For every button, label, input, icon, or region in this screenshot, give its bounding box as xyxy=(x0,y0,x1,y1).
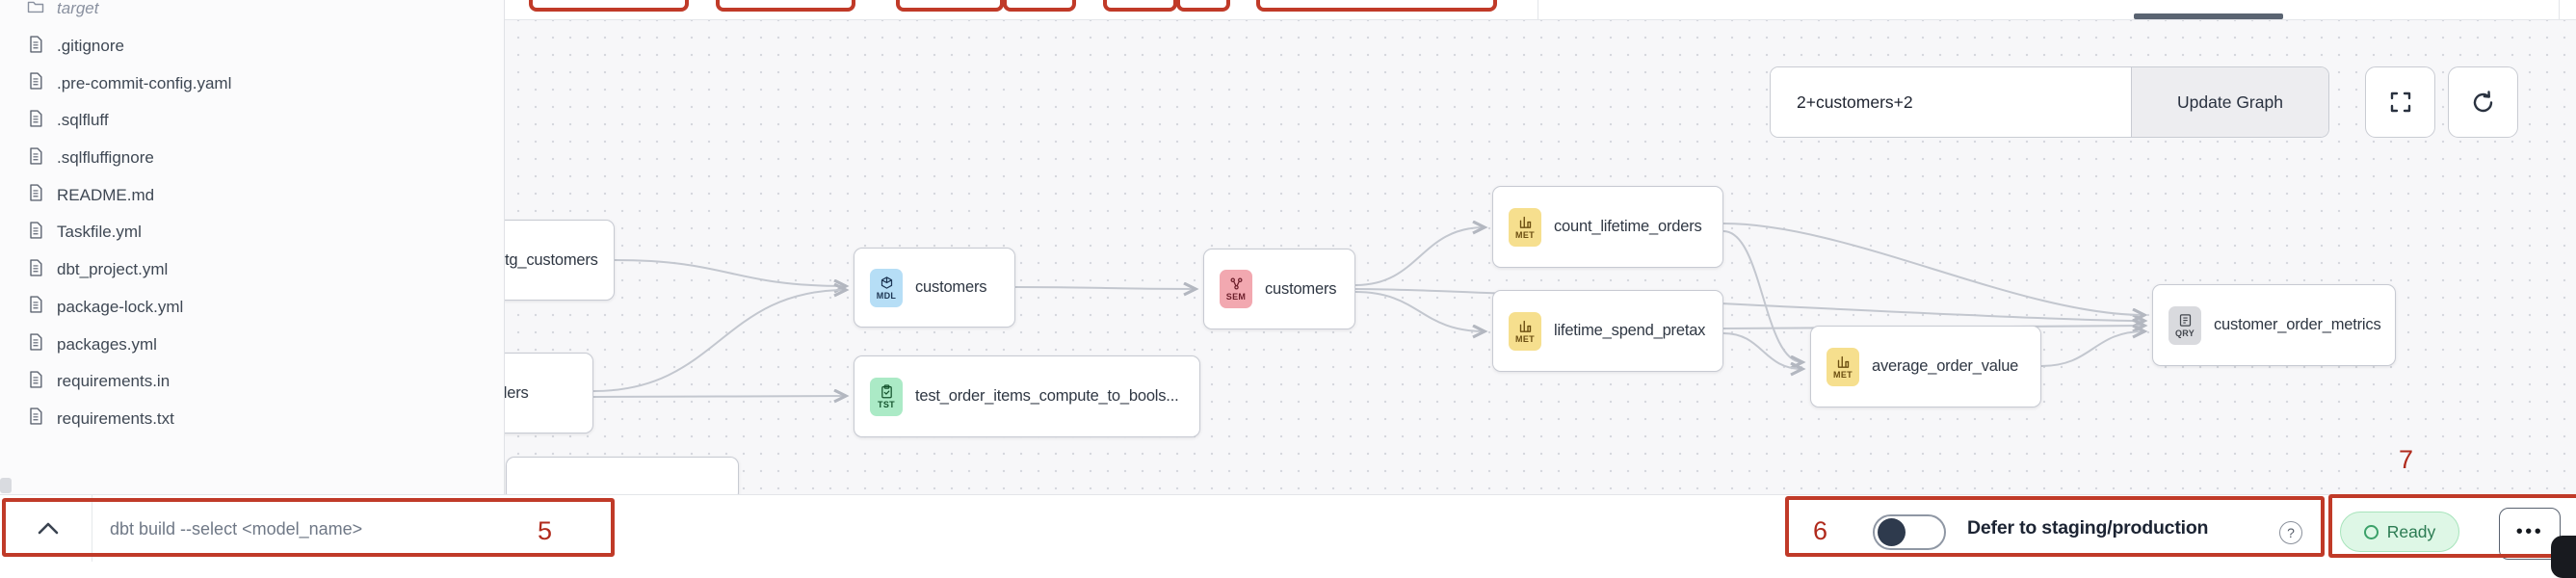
file-label: .gitignore xyxy=(57,37,124,56)
graph-selector-group: Update Graph xyxy=(1770,66,2329,138)
corner-widget[interactable] xyxy=(2551,536,2576,578)
badge-met: MET xyxy=(1509,207,1541,247)
file-row-requirements-in[interactable]: requirements.in xyxy=(0,363,504,401)
file-row-requirements-txt[interactable]: requirements.txt xyxy=(0,401,504,438)
scrollbar-thumb[interactable] xyxy=(0,478,12,493)
file-label: dbt_project.yml xyxy=(57,260,169,279)
node-label: customers xyxy=(1265,279,1337,298)
file-icon xyxy=(26,183,45,207)
file-row-package-lock-yml[interactable]: package-lock.yml xyxy=(0,289,504,327)
file-icon xyxy=(26,258,45,282)
file-icon xyxy=(26,407,45,431)
file-row--pre-commit-config-yaml[interactable]: .pre-commit-config.yaml xyxy=(0,65,504,102)
defer-label: Defer to staging/production xyxy=(1967,517,2209,539)
file-row--sqlfluffignore[interactable]: .sqlfluffignore xyxy=(0,140,504,177)
file-label: Taskfile.yml xyxy=(57,223,142,242)
badge-label: MET xyxy=(1515,333,1535,344)
badge-mdl: MDL xyxy=(870,268,903,307)
node-label: stg_customers xyxy=(497,250,598,269)
badge-label: QRY xyxy=(2174,328,2195,338)
fullscreen-button[interactable] xyxy=(2365,66,2435,138)
file-label: target xyxy=(57,0,99,18)
node-customers_model[interactable]: MDL customers xyxy=(854,248,1015,328)
cube-icon xyxy=(880,276,894,290)
file-label: package-lock.yml xyxy=(57,297,184,316)
node-test_order_items[interactable]: TST test_order_items_compute_to_bools... xyxy=(854,355,1200,437)
help-icon[interactable]: ? xyxy=(2279,521,2302,544)
collapse-panel-button[interactable] xyxy=(33,516,64,539)
file-icon xyxy=(26,370,45,394)
badge-sem: SEM xyxy=(1220,270,1252,308)
node-label: customers xyxy=(915,278,987,296)
bar-chart-icon xyxy=(1836,355,1851,369)
badge-label: MET xyxy=(1515,229,1535,240)
node-customer_order_metrics[interactable]: QRY customer_order_metrics xyxy=(2152,284,2396,366)
status-label: Ready xyxy=(2386,521,2436,541)
clipboard-check-icon xyxy=(880,383,894,399)
file-label: .pre-commit-config.yaml xyxy=(57,73,232,92)
file-tree: target .gitignore .pre-commit-config.yaml.… xyxy=(0,0,504,437)
file-icon xyxy=(26,295,45,319)
node-average_order_value[interactable]: MET average_order_value xyxy=(1810,326,2041,407)
bar-chart-icon xyxy=(1518,215,1533,229)
status-badge: Ready xyxy=(2340,512,2459,552)
file-row-taskfile-yml[interactable]: Taskfile.yml xyxy=(0,214,504,251)
file-label: .sqlfluffignore xyxy=(57,148,154,168)
badge-tst: TST xyxy=(870,377,903,416)
bar-chart-icon xyxy=(1518,319,1533,333)
file-icon xyxy=(26,221,45,245)
file-icon xyxy=(26,71,45,95)
canvas-topbar xyxy=(504,0,2576,20)
topbar-divider xyxy=(2559,0,2560,19)
fullscreen-icon xyxy=(2390,92,2410,113)
node-label: count_lifetime_orders xyxy=(1554,218,1702,235)
folder-icon xyxy=(26,0,45,21)
chevron-up-icon xyxy=(38,522,59,534)
file-row-dbt-project-yml[interactable]: dbt_project.yml xyxy=(0,251,504,289)
query-icon xyxy=(2178,313,2193,328)
branch-icon xyxy=(1229,276,1244,291)
update-graph-button[interactable]: Update Graph xyxy=(2131,67,2328,137)
node-label: test_order_items_compute_to_bools... xyxy=(915,387,1179,405)
status-circle-icon xyxy=(2363,524,2379,539)
dbt-command-input[interactable] xyxy=(108,509,526,549)
node-count_lifetime_orders[interactable]: MET count_lifetime_orders xyxy=(1492,186,1723,268)
refresh-icon xyxy=(2473,90,2493,112)
file-label: requirements.in xyxy=(57,372,171,391)
badge-met: MET xyxy=(1827,347,1859,386)
file-row--gitignore[interactable]: .gitignore xyxy=(0,28,504,66)
file-label: .sqlfluff xyxy=(57,111,109,130)
toggle-knob xyxy=(1878,518,1906,546)
file-explorer-sidebar: target .gitignore .pre-commit-config.yaml.… xyxy=(0,0,505,494)
command-bar: Defer to staging/production ? Ready ••• xyxy=(0,494,2576,562)
badge-qry: QRY xyxy=(2169,305,2201,345)
defer-toggle[interactable] xyxy=(1873,514,1946,550)
file-row-packages-yml[interactable]: packages.yml xyxy=(0,326,504,363)
file-row-target[interactable]: target xyxy=(0,0,504,28)
node-label: customer_order_metrics xyxy=(2214,316,2381,333)
more-options-button[interactable]: ••• xyxy=(2499,508,2561,560)
node-label: lifetime_spend_pretax xyxy=(1554,322,1706,339)
file-row--sqlfluff[interactable]: .sqlfluff xyxy=(0,102,504,140)
file-label: packages.yml xyxy=(57,334,157,354)
file-row-readme-md[interactable]: README.md xyxy=(0,176,504,214)
refresh-button[interactable] xyxy=(2448,66,2518,138)
file-icon xyxy=(26,35,45,59)
active-tab-indicator xyxy=(2134,13,2283,19)
node-lifetime_spend_pretax[interactable]: MET lifetime_spend_pretax xyxy=(1492,290,1723,372)
file-icon xyxy=(26,332,45,356)
file-icon xyxy=(26,146,45,171)
file-label: requirements.txt xyxy=(57,408,174,428)
graph-selector-input[interactable] xyxy=(1771,67,2131,137)
badge-label: MET xyxy=(1833,369,1853,380)
badge-met: MET xyxy=(1509,311,1541,351)
badge-label: TST xyxy=(878,399,895,409)
file-icon xyxy=(26,109,45,133)
file-label: README.md xyxy=(57,185,155,204)
badge-label: SEM xyxy=(1225,292,1247,302)
node-label: average_order_value xyxy=(1872,357,2019,375)
node-customers_semantic[interactable]: SEM customers xyxy=(1203,249,1355,329)
badge-label: MDL xyxy=(876,290,897,301)
